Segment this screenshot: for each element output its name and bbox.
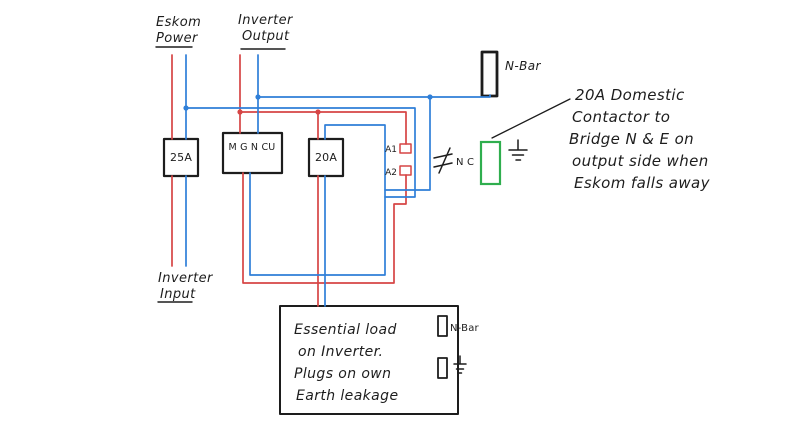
live-junctions: [237, 109, 321, 115]
nc-contact-label: N C: [456, 157, 474, 168]
note-line-5: Eskom falls away: [574, 174, 711, 192]
inverter-output-label-line2: Output: [242, 29, 290, 44]
essential-load-box: [279, 305, 459, 415]
breaker-20a-label: 20A: [315, 151, 337, 164]
inverter-input-label-line2: Input: [160, 287, 196, 302]
junction-dot: [315, 109, 321, 115]
wire-neutral-bar-link: [257, 94, 491, 98]
nc-contact-icon: [433, 147, 453, 174]
load-neutral-bar-label: N-Bar: [450, 323, 480, 334]
note-leader-line: [491, 98, 571, 139]
breaker-20a-box: [307, 137, 345, 178]
diagram-labels: Eskom Power Inverter Output N-Bar 25A M …: [156, 13, 711, 404]
breaker-25a-box: [162, 137, 200, 178]
load-box-line-3: Plugs on own: [294, 366, 391, 382]
eskom-power-label-line1: Eskom: [156, 15, 201, 30]
load-earth-bar-box: [437, 357, 448, 379]
terminal-block-box: [221, 131, 284, 175]
note-line-1: 20A Domestic: [575, 86, 685, 104]
earth-symbol-load-icon: [453, 355, 467, 374]
neutral-wires: [185, 54, 491, 307]
load-box-line-4: Earth leakage: [296, 388, 398, 404]
contactor-a2-label: A2: [385, 168, 397, 178]
note-line-3: Bridge N & E on: [569, 130, 694, 148]
junction-dot: [183, 105, 189, 111]
live-wires: [171, 54, 412, 307]
contactor-a1-label: A1: [385, 145, 397, 155]
neutral-bar-top-box: [480, 50, 499, 98]
load-neutral-bar-box: [437, 315, 448, 337]
note-line-4: output side when: [572, 152, 709, 170]
junction-dot: [237, 109, 243, 115]
wire-contactor-neutral-drop: [384, 96, 431, 191]
breaker-25a-label: 25A: [170, 151, 192, 164]
note-line-2: Contactor to: [572, 108, 670, 126]
junction-dot: [255, 94, 261, 100]
load-box-line-2: on Inverter.: [298, 344, 383, 360]
contactor-body: [479, 140, 502, 186]
wire-contactor-coil-return-loop: [242, 172, 407, 284]
eskom-power-label-line2: Power: [156, 31, 199, 46]
wire-neutral-cross-link: [185, 107, 416, 198]
load-box-line-1: Essential load: [294, 322, 397, 338]
wire-neutral-loop: [249, 124, 386, 276]
wire-contactor-coil-feed: [239, 111, 407, 145]
contactor-a1-terminal: [399, 143, 412, 154]
contactor-a2-terminal: [399, 165, 412, 176]
inverter-output-label-line1: Inverter: [238, 13, 294, 28]
inverter-input-label-line1: Inverter: [158, 271, 214, 286]
neutral-bar-top-label: N-Bar: [505, 59, 541, 73]
junction-dot: [427, 94, 433, 100]
neutral-junctions: [183, 94, 433, 111]
terminal-block-label: M G N CU: [229, 142, 276, 153]
earth-symbol-top-icon: [508, 139, 528, 161]
